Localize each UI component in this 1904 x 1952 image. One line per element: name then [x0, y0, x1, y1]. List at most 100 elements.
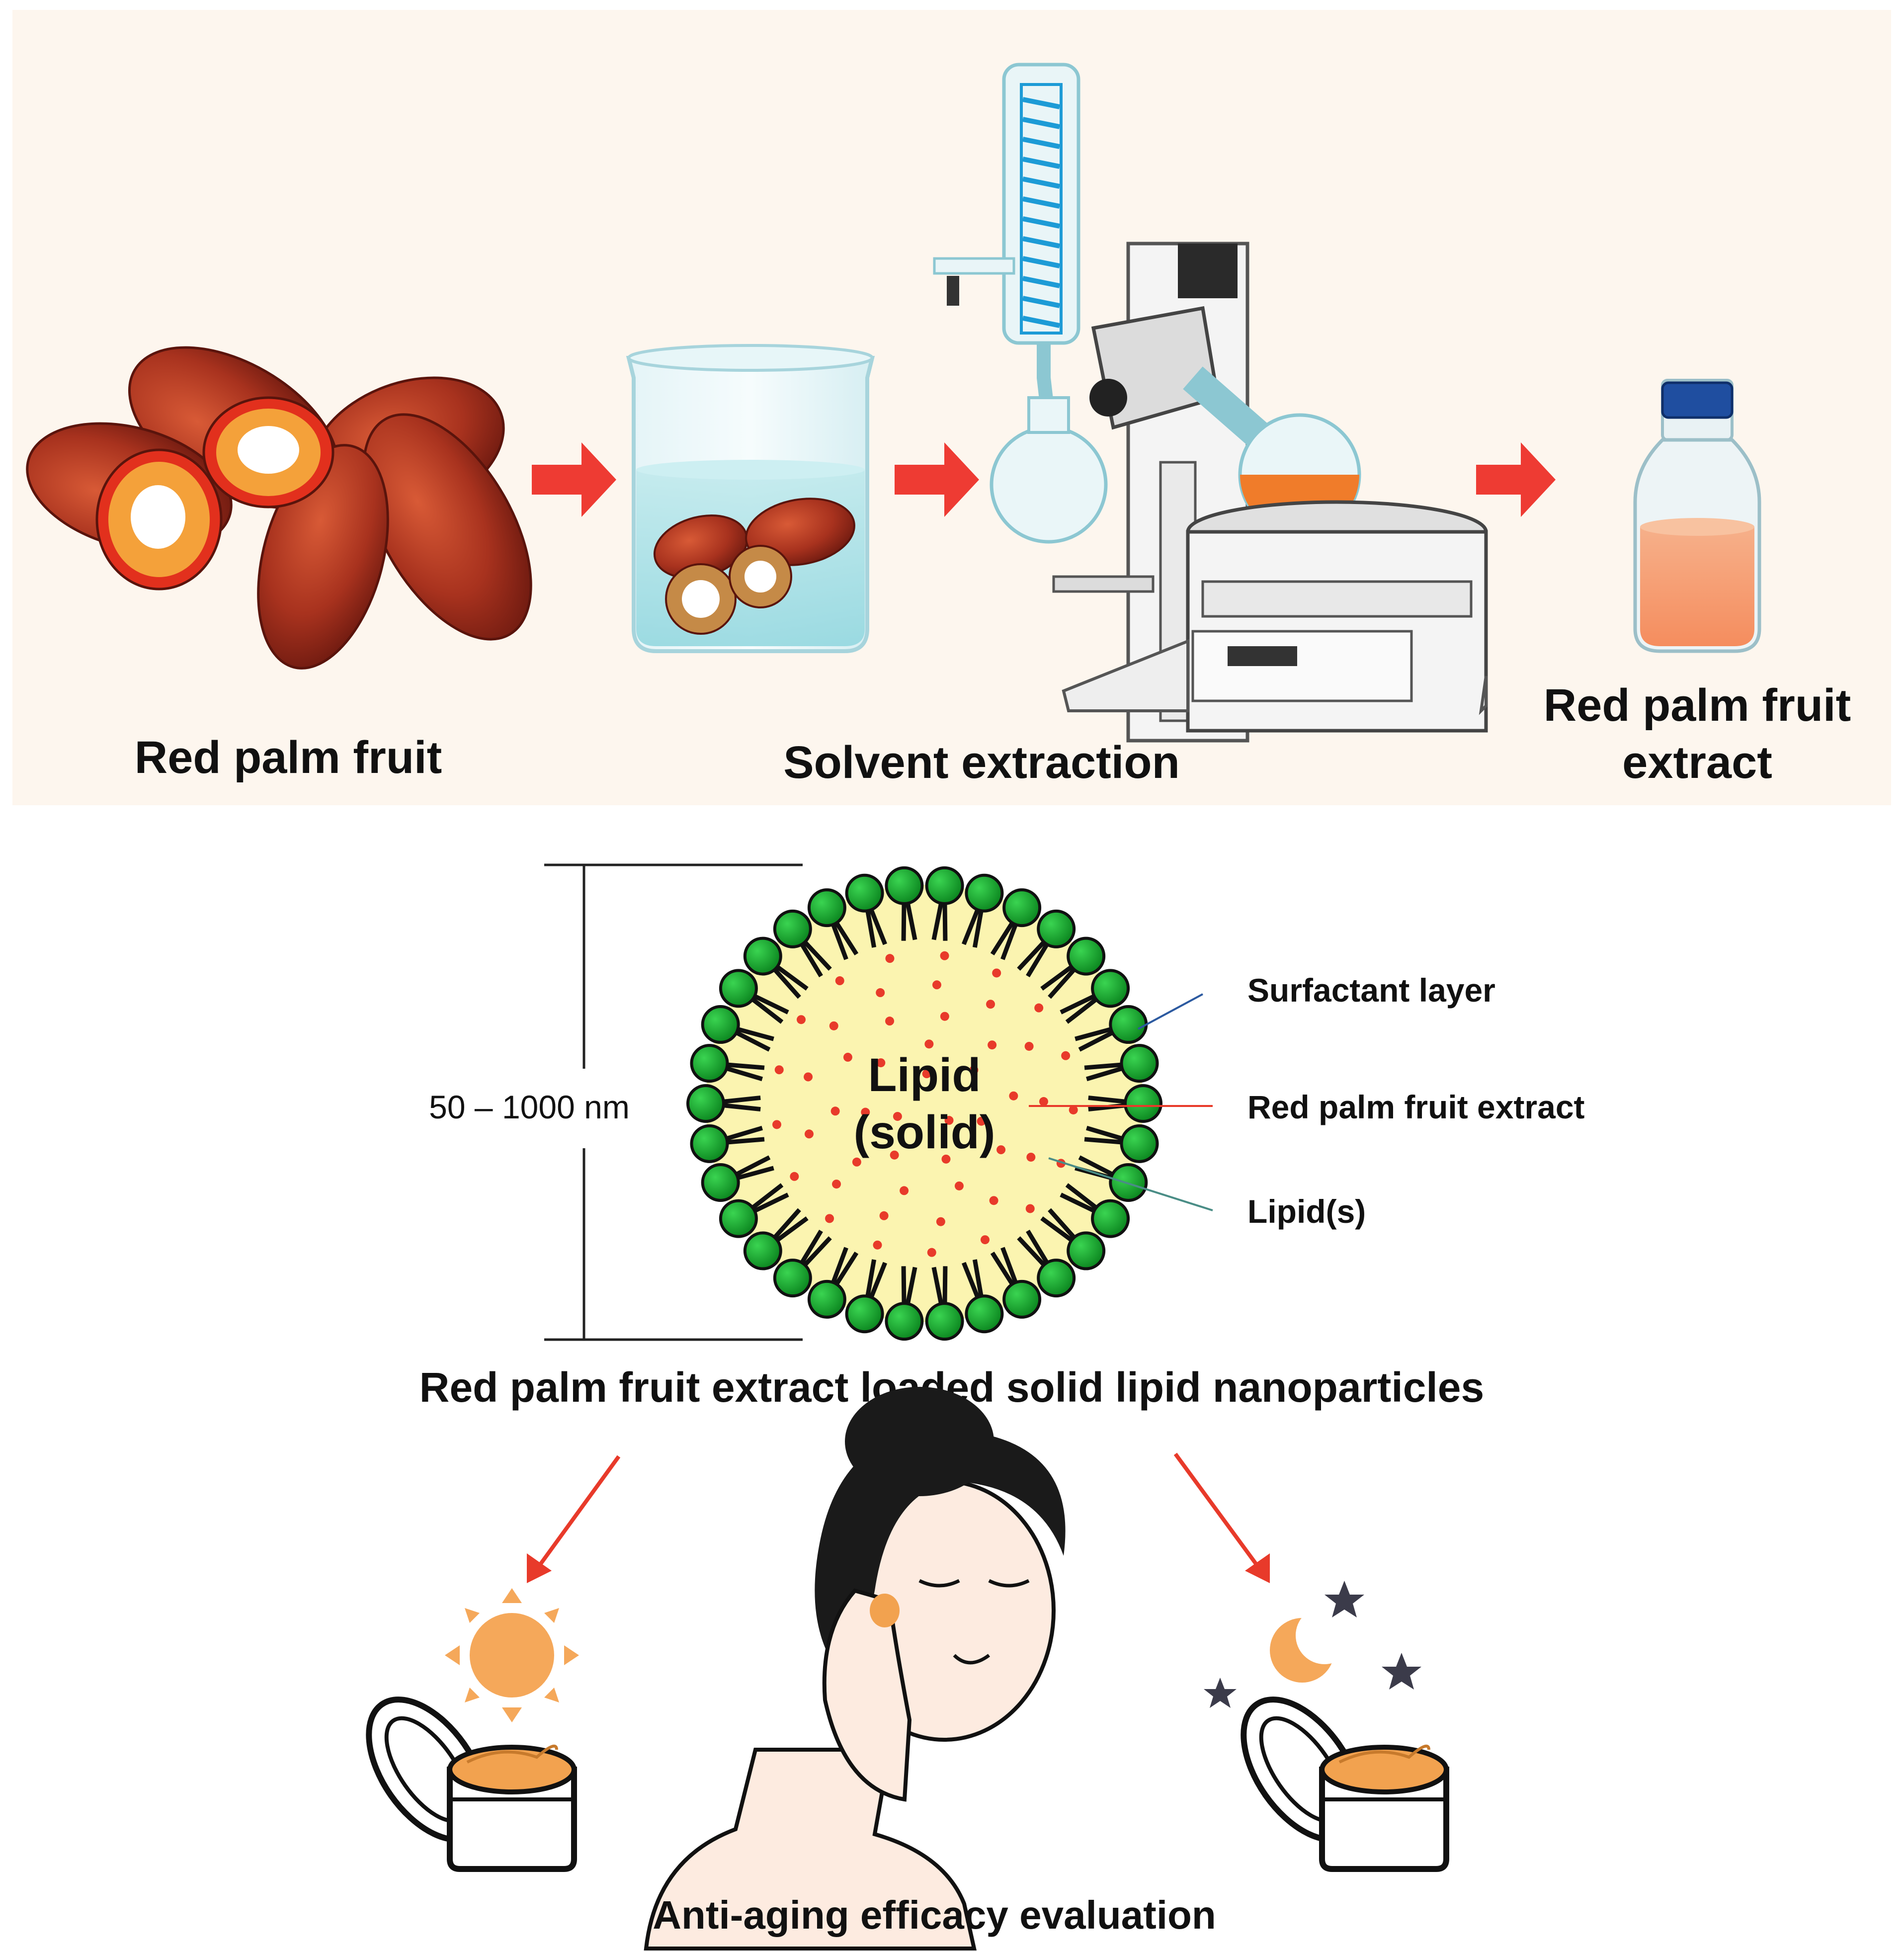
extract-dot — [832, 1180, 841, 1189]
size-scale-label: 50 – 1000 nm — [429, 1089, 630, 1125]
extract-dot — [1009, 1091, 1018, 1101]
extract-dot — [804, 1129, 814, 1139]
extract-dot — [852, 1157, 861, 1167]
surfactant-head — [965, 1294, 1004, 1334]
extract-dot — [927, 1248, 936, 1257]
surfactant-head — [1067, 1231, 1106, 1271]
surfactant-head — [701, 1005, 740, 1044]
surfactant-head — [773, 1259, 812, 1298]
extract-dot — [1026, 1152, 1036, 1162]
extract-dot — [1061, 1051, 1071, 1060]
callout-line-lipids — [1048, 1157, 1213, 1211]
extract-dot — [843, 1052, 852, 1062]
callout-surfactant-layer: Surfactant layer — [1247, 972, 1495, 1009]
surfactant-head — [965, 873, 1004, 913]
surfactant-head — [719, 1199, 758, 1238]
surfactant-head — [1002, 888, 1042, 928]
surfactant-head — [1067, 936, 1106, 976]
extract-dot — [790, 1172, 799, 1181]
extract-dot — [900, 1186, 909, 1195]
surfactant-head — [845, 1294, 884, 1334]
star-icons — [1204, 1581, 1421, 1708]
extract-dot — [988, 1040, 997, 1050]
process-panel — [12, 10, 1891, 805]
extract-dot — [1034, 1003, 1044, 1013]
branch-arrow-left — [527, 1455, 621, 1583]
extract-dot — [992, 968, 1001, 978]
extract-dot — [890, 1150, 899, 1160]
surfactant-head — [807, 1279, 846, 1319]
night-cream-jar — [1241, 1697, 1449, 1872]
extract-dot — [996, 1145, 1006, 1155]
evaluation-title: Anti-aging efficacy evaluation — [653, 1893, 1216, 1937]
extract-dot — [924, 1039, 934, 1049]
branch-arrow-right — [1173, 1452, 1270, 1583]
extract-dot — [879, 1211, 889, 1220]
extract-dot — [893, 1111, 902, 1121]
surfactant-head — [925, 1302, 964, 1341]
process-arrow-3 — [1476, 442, 1556, 517]
callout-red-palm-fruit-extract: Red palm fruit extract — [1247, 1089, 1585, 1125]
step-label-extract-line2: extract — [1622, 737, 1772, 788]
surfactant-head — [701, 1163, 740, 1202]
extract-dot — [1025, 1204, 1035, 1213]
extract-dot — [932, 980, 941, 990]
rotary-evaporator-illustration — [933, 63, 1488, 743]
palm-fruit-illustration — [26, 346, 532, 670]
surfactant-head — [1120, 1044, 1159, 1083]
surfactant-head — [885, 1302, 924, 1341]
surfactant-head — [807, 888, 846, 928]
extract-dot — [772, 1120, 782, 1129]
process-arrow-2 — [895, 442, 979, 517]
size-scale-bar — [544, 863, 803, 1341]
sun-icon — [445, 1588, 579, 1722]
extract-dot — [804, 1072, 813, 1082]
extract-dot — [986, 1000, 995, 1009]
extract-dot — [885, 1017, 895, 1026]
extract-dot — [954, 1181, 964, 1190]
surfactant-head — [845, 873, 884, 913]
extract-dot — [796, 1015, 806, 1024]
extract-dot — [1024, 1041, 1034, 1051]
surfactant-head — [743, 936, 782, 976]
surfactant-head — [1091, 969, 1130, 1008]
surfactant-head — [690, 1044, 729, 1083]
surfactant-head — [1037, 909, 1076, 948]
moon-icon — [1270, 1607, 1353, 1683]
day-cream-jar — [366, 1697, 577, 1872]
surfactant-heads — [686, 866, 1162, 1341]
step-label-red-palm-fruit: Red palm fruit — [135, 732, 442, 783]
extract-dot — [825, 1214, 834, 1223]
extract-dot — [1039, 1097, 1048, 1106]
step-label-extract-line1: Red palm fruit — [1544, 680, 1851, 731]
surfactant-head — [1120, 1124, 1159, 1163]
extract-dot — [1069, 1105, 1078, 1114]
extract-dot — [861, 1107, 870, 1117]
extract-dot — [774, 1065, 784, 1075]
extract-dot — [936, 1217, 945, 1226]
extract-dot — [940, 1012, 949, 1021]
surfactant-head — [1037, 1259, 1076, 1298]
extract-dot — [830, 1106, 840, 1116]
extract-dot — [977, 1116, 986, 1126]
solid-lipid-nanoparticle — [686, 866, 1162, 1341]
surfactant-head — [686, 1084, 725, 1123]
extract-dot — [941, 1154, 951, 1164]
core-label-line2: (solid) — [854, 1106, 995, 1159]
extract-bottle-illustration — [1633, 379, 1761, 653]
surfactant-head — [925, 866, 964, 905]
callout-line-surfactant — [1138, 993, 1203, 1030]
process-arrow-1 — [532, 442, 616, 517]
extract-dot — [876, 1058, 886, 1068]
extract-dot — [989, 1196, 998, 1205]
beaker-illustration — [626, 344, 875, 653]
surfactant-head — [885, 866, 924, 905]
extract-dot — [873, 1240, 882, 1250]
extract-dot — [944, 1115, 954, 1125]
surfactant-head — [743, 1231, 782, 1271]
surfactant-head — [1109, 1005, 1148, 1044]
step-label-solvent-extraction: Solvent extraction — [783, 737, 1180, 788]
extract-dot — [940, 951, 949, 960]
extract-dot — [885, 954, 895, 963]
extract-dot — [969, 1065, 979, 1075]
